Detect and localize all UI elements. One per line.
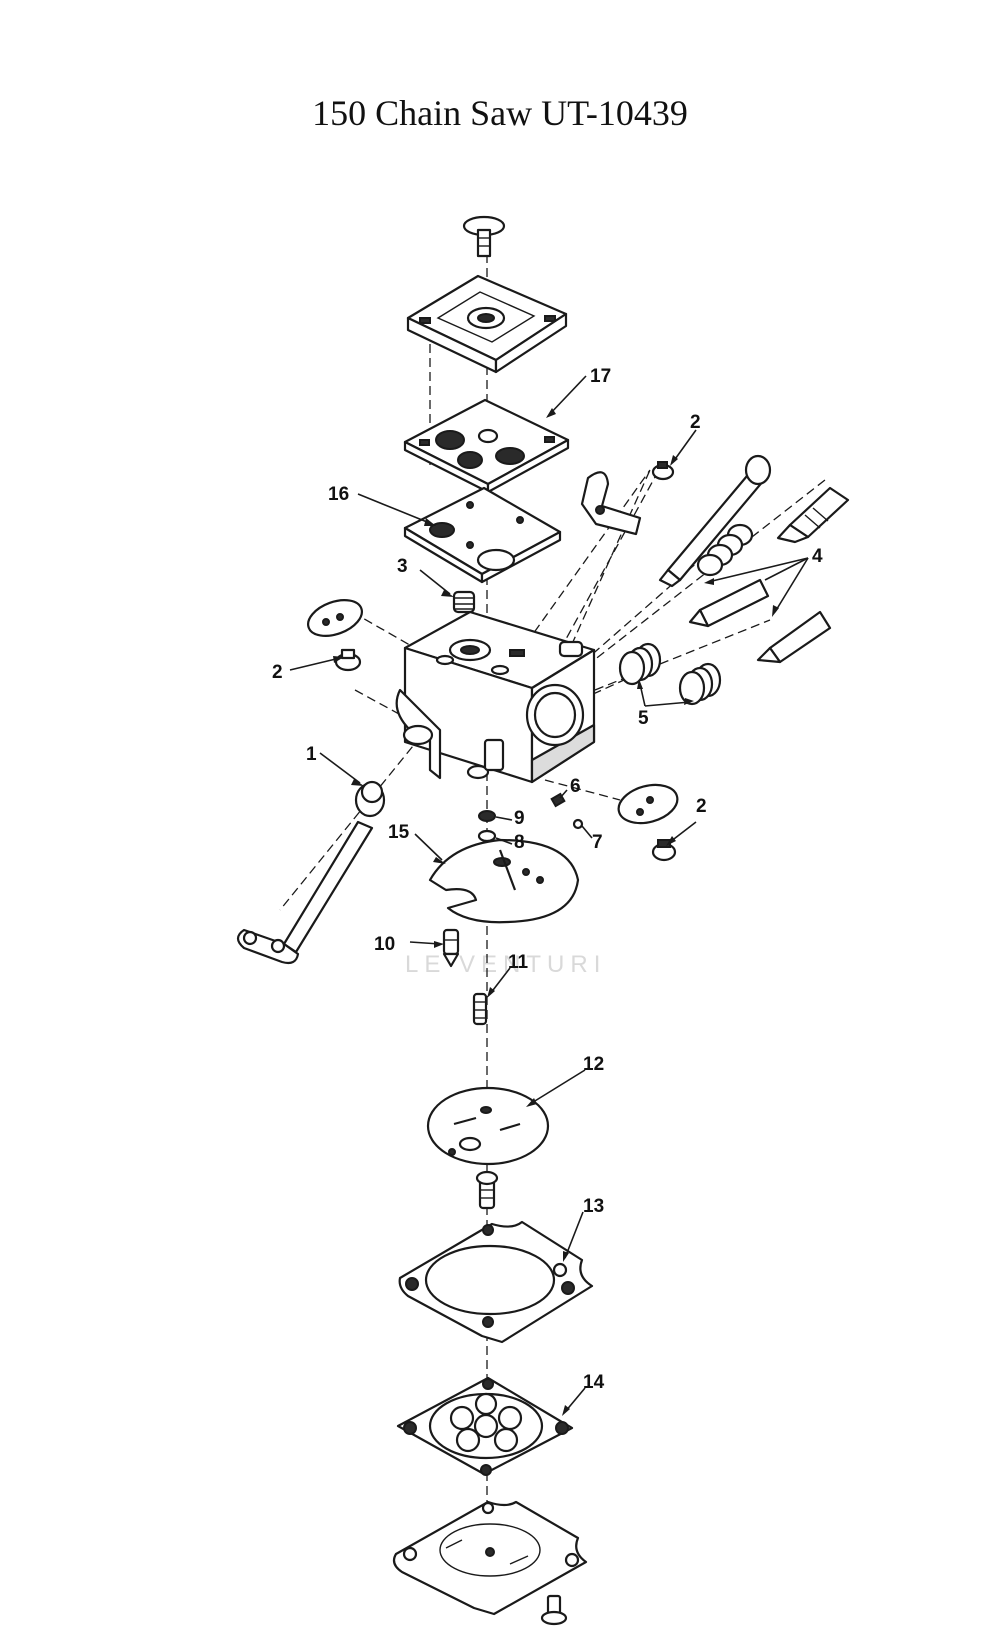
callout-2-left: 2 — [272, 662, 283, 683]
callout-9: 9 — [514, 808, 525, 829]
choke-shaft — [658, 454, 772, 588]
part-1-throttle-shaft — [236, 780, 386, 965]
callout-14: 14 — [583, 1372, 605, 1393]
callout-17: 17 — [590, 366, 611, 387]
callout-2-upper-right: 2 — [690, 412, 701, 433]
left-plug-disc — [307, 599, 363, 672]
callout-2-right: 2 — [696, 796, 707, 817]
carburetor-body — [395, 610, 596, 784]
bottom-cover-screw — [540, 1594, 568, 1626]
callout-7: 7 — [592, 832, 603, 853]
upper-right-screw — [651, 461, 675, 481]
callout-13: 13 — [583, 1196, 604, 1217]
part-5-springs — [618, 642, 722, 706]
part-17-gasket — [403, 398, 570, 494]
part-3-spring — [452, 590, 476, 614]
shaft-spring — [696, 523, 754, 577]
callout-leaders — [289, 375, 809, 1416]
part-9-spring — [478, 810, 496, 822]
callout-8: 8 — [514, 832, 525, 853]
callout-3: 3 — [397, 556, 408, 577]
callout-1: 1 — [306, 744, 317, 765]
part-10-inlet-needle — [442, 928, 460, 968]
top-cover-screw — [462, 215, 506, 258]
part-11-spring — [472, 992, 488, 1026]
right-plug-disc — [617, 783, 679, 862]
part-12-metering-disc — [426, 1086, 550, 1166]
metering-screw — [475, 1170, 499, 1210]
part-14-pump-diaphragm — [396, 1376, 574, 1476]
callout-16: 16 — [328, 484, 349, 505]
carburetor-top-cover — [406, 274, 568, 374]
callout-11: 11 — [508, 952, 529, 973]
callout-15: 15 — [388, 822, 410, 843]
part-16-pump-plate — [403, 486, 562, 584]
callout-12: 12 — [583, 1054, 604, 1075]
part-8-washer — [477, 829, 497, 843]
bottom-cover — [392, 1500, 588, 1616]
watermark-text: LE VENTURI — [405, 951, 606, 978]
throttle-lever — [580, 471, 642, 536]
needle-valve — [776, 486, 850, 544]
page-title: 150 Chain Saw UT-10439 — [312, 93, 688, 133]
part-15-metering-plate — [428, 838, 580, 924]
part-7-washer — [572, 818, 584, 830]
callout-6: 6 — [570, 776, 581, 797]
part-4-mixture-needles — [688, 578, 832, 664]
callout-10: 10 — [374, 934, 395, 955]
callout-numbers: 17 2 16 3 4 2 5 1 6 2 9 15 8 7 10 11 12 … — [272, 366, 823, 1393]
callout-5: 5 — [638, 708, 649, 729]
callout-4: 4 — [812, 546, 823, 567]
part-13-gasket — [398, 1220, 594, 1344]
